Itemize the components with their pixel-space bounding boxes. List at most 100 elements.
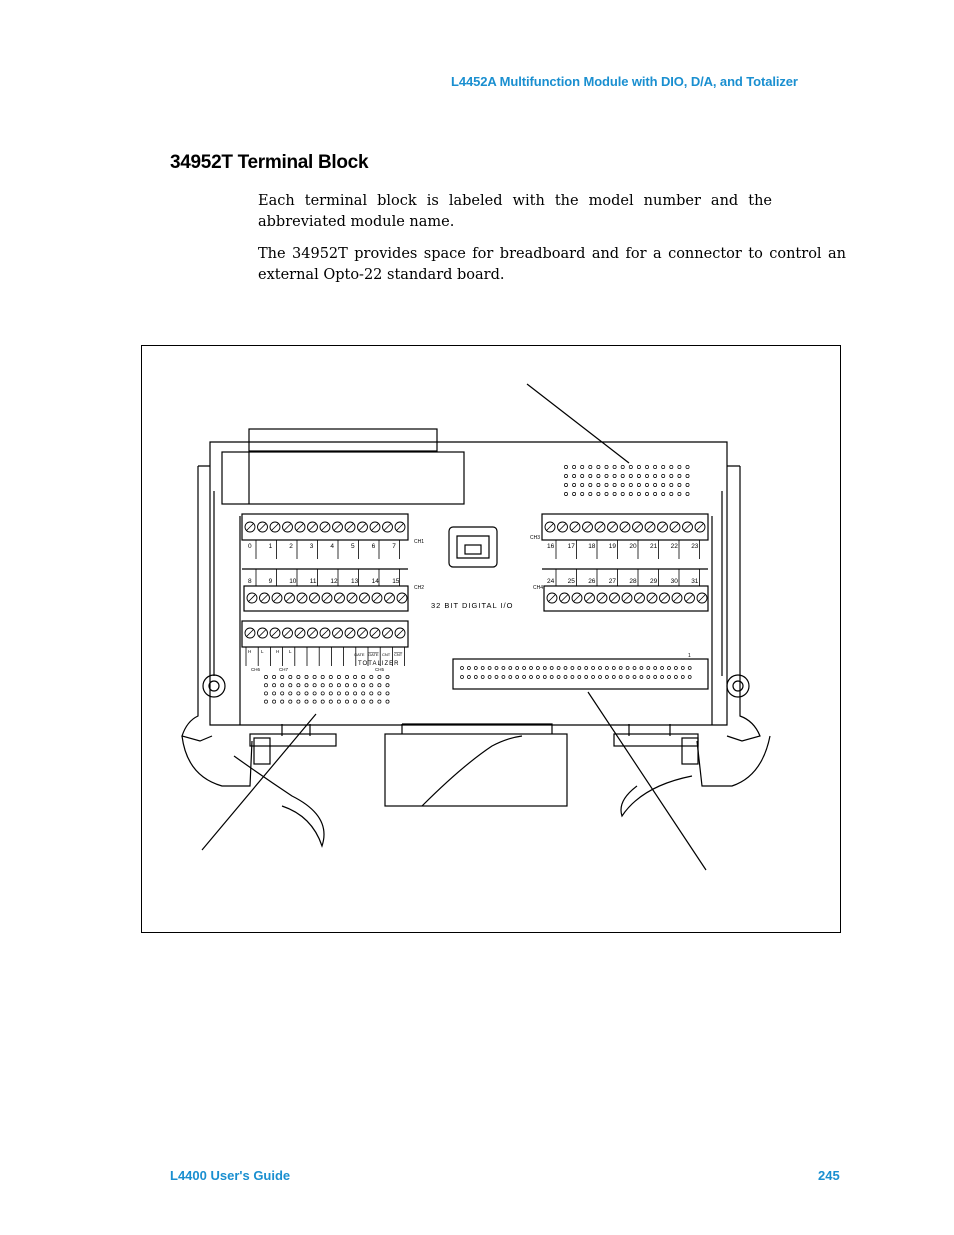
label-totalizer: TOTALIZER — [358, 661, 399, 667]
screw-slot — [573, 594, 581, 602]
header-pin — [556, 675, 561, 679]
header-pin — [584, 666, 589, 670]
screw-slot — [346, 629, 354, 637]
breadboard-hole — [312, 691, 317, 696]
terminal-number: 12 — [330, 578, 338, 585]
header-pin — [494, 675, 499, 679]
breadboard-hole — [564, 465, 568, 469]
screw-slot — [258, 523, 267, 531]
header-pin — [625, 666, 630, 670]
header-pin — [611, 666, 616, 670]
header-pin — [570, 666, 575, 670]
label-gate: GATE — [354, 652, 365, 657]
breadboard-hole — [361, 675, 366, 679]
screw-slot — [635, 594, 644, 602]
breadboard-hole — [264, 699, 268, 704]
terminal-number: 20 — [629, 543, 637, 550]
breadboard-hole — [628, 492, 633, 496]
label-ch5: CH5 — [375, 667, 384, 672]
header-pin — [618, 675, 623, 679]
breadboard-hole — [369, 675, 374, 679]
screw-slot — [548, 594, 556, 602]
breadboard-hole — [604, 492, 609, 496]
breadboard-hole — [264, 691, 268, 696]
header-pin — [508, 666, 513, 670]
terminal-screw — [309, 592, 320, 604]
header-pin — [487, 675, 492, 679]
header-pin — [618, 666, 623, 670]
terminal-number: 29 — [650, 578, 658, 585]
terminal-screw — [607, 521, 618, 533]
screw-slot — [298, 594, 306, 602]
breadboard-hole — [320, 675, 325, 679]
terminal-block-diagram: CH1 CH2 CH3 CH4 32 BIT DIGITAL I/O 1 TOT… — [181, 383, 771, 871]
breadboard-hole — [336, 699, 341, 704]
breadboard-hole — [272, 699, 277, 704]
header-pin — [577, 666, 582, 670]
terminal-screw — [619, 521, 631, 533]
terminal-number: 5 — [351, 543, 355, 550]
header-pin — [591, 675, 595, 679]
breadboard-hole — [353, 683, 358, 688]
terminal-screw — [296, 592, 308, 604]
screw-slot — [648, 594, 656, 602]
terminal-screw — [307, 521, 318, 533]
breadboard-hole — [304, 683, 309, 688]
breadboard-hole — [685, 474, 690, 478]
breadboard-hole — [645, 483, 649, 487]
terminal-number: 11 — [310, 578, 317, 585]
breadboard-hole — [604, 483, 609, 487]
screw-slot — [383, 523, 392, 531]
breadboard-hole — [588, 474, 593, 478]
breadboard-hole — [685, 483, 690, 487]
breadboard-hole — [280, 683, 285, 688]
terminal-screw — [269, 627, 281, 639]
breadboard-hole — [288, 675, 293, 679]
body-paragraph-2: The 34952T provides space for breadboard… — [258, 246, 846, 283]
terminal-screw — [671, 592, 683, 604]
header-pin — [549, 675, 554, 679]
terminal-screw — [634, 592, 645, 604]
header-pin — [611, 675, 616, 679]
terminal-screw — [294, 627, 306, 639]
header-pin — [542, 666, 547, 670]
screw-slot — [696, 523, 704, 531]
header-pin — [563, 675, 568, 679]
screw-slot — [321, 523, 329, 531]
header-pin — [687, 666, 692, 670]
breadboard-hole — [653, 465, 658, 469]
screw-slot — [333, 523, 342, 531]
breadboard-hole — [677, 483, 682, 487]
breadboard-hole — [677, 492, 682, 496]
header-pin — [556, 666, 561, 670]
terminal-screw — [596, 592, 608, 604]
terminal-number: 27 — [609, 578, 617, 585]
screw-slot — [371, 629, 379, 637]
label-32-bit-digital-io: 32 BIT DIGITAL I/O — [431, 601, 513, 610]
breadboard-hole — [564, 474, 568, 478]
breadboard-hole — [336, 683, 341, 688]
terminal-screw — [369, 521, 381, 533]
header-pin — [605, 666, 609, 670]
label-ch3: CH3 — [530, 535, 540, 541]
breadboard-hole — [353, 675, 358, 679]
breadboard-hole — [596, 492, 601, 496]
breadboard-hole — [596, 483, 601, 487]
breadboard-hole — [636, 474, 641, 478]
terminal-screw — [307, 627, 318, 639]
breadboard-hole — [661, 483, 666, 487]
breadboard-hole — [272, 691, 277, 696]
terminal-number: 25 — [568, 578, 576, 585]
label-ch6-l: L — [261, 649, 264, 654]
terminal-screw — [557, 521, 568, 533]
terminal-screw — [609, 592, 620, 604]
footer-page-number: 245 — [818, 1168, 840, 1183]
header-pin — [515, 666, 520, 670]
screw-slot — [310, 594, 319, 602]
breadboard-hole — [377, 675, 382, 679]
screw-slot — [396, 523, 404, 531]
header-pin — [487, 666, 492, 670]
breadboard-hole — [620, 483, 625, 487]
screw-slot — [583, 523, 592, 531]
screw-slot — [258, 629, 267, 637]
